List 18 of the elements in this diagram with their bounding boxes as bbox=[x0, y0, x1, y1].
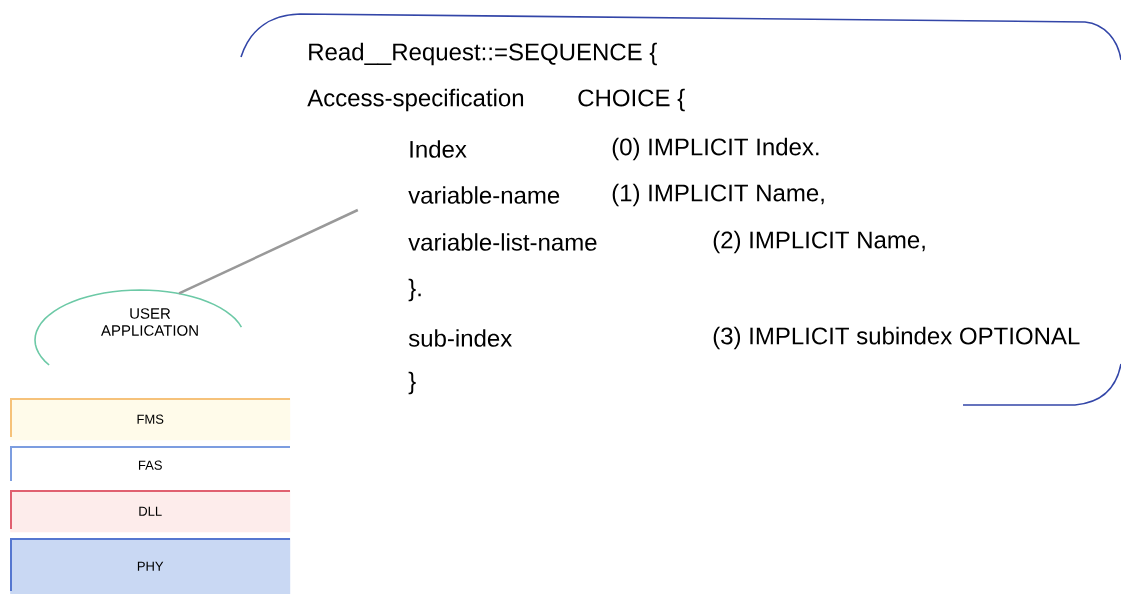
code-text: variable-list-name bbox=[408, 233, 597, 251]
code-text: (3) IMPLICIT subindex OPTIONAL bbox=[713, 326, 1080, 350]
code-text: CHOICE { bbox=[578, 88, 685, 112]
layer-band: FAS bbox=[10, 446, 291, 485]
layer-band: DLL bbox=[10, 490, 291, 533]
code-text: variable-name bbox=[408, 186, 560, 204]
code-text: (0) IMPLICIT Index. bbox=[612, 137, 819, 161]
code-text: (2) IMPLICIT Name, bbox=[713, 230, 925, 254]
code-text: Access-specification bbox=[307, 88, 524, 112]
leader-line bbox=[178, 208, 359, 295]
code-text: Read__Request::=SEQUENCE { bbox=[309, 42, 657, 66]
code-text: sub-index bbox=[408, 329, 512, 347]
code-text: Index bbox=[410, 140, 467, 158]
layer-band: FMS bbox=[10, 398, 291, 441]
code-text: (1) IMPLICIT Name, bbox=[612, 183, 824, 207]
layer-band: PHY bbox=[10, 538, 291, 594]
code-text: }. bbox=[408, 278, 421, 302]
code-text: } bbox=[408, 371, 416, 395]
